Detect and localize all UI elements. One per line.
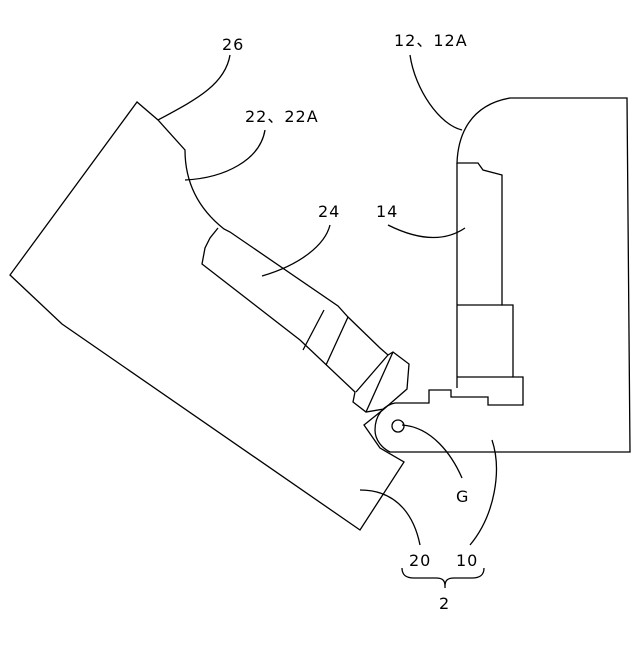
label-14: 14: [376, 202, 398, 221]
leader-14: [388, 225, 465, 237]
label-24: 24: [318, 202, 340, 221]
brace-2: [402, 568, 484, 588]
block-14-inner-lines: [457, 163, 513, 388]
block-24-step-lines: [303, 310, 393, 412]
label-12-12a: 12、12A: [394, 31, 468, 50]
label-2: 2: [439, 594, 450, 613]
leader-24: [262, 225, 330, 276]
rotating-body-20: [10, 102, 409, 530]
leader-20: [360, 490, 420, 545]
label-26: 26: [222, 35, 244, 54]
leader-26: [158, 55, 230, 120]
leader-12: [410, 55, 462, 130]
label-g: G: [456, 487, 469, 506]
block-24-edge: [202, 228, 384, 412]
label-20: 20: [409, 551, 431, 570]
leader-10: [470, 440, 496, 545]
label-22-22a: 22、22A: [245, 107, 319, 126]
label-10: 10: [456, 551, 478, 570]
leader-22: [185, 130, 265, 180]
hinge-pin-g: [392, 420, 404, 432]
housing-body-10: [375, 98, 630, 452]
